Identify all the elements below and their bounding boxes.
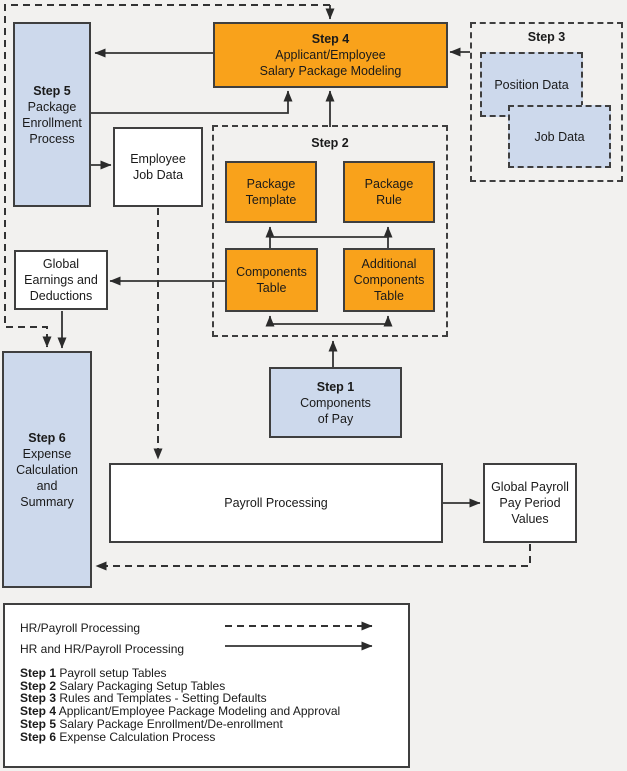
legend-step-2: Step 2 Salary Packaging Setup Tables [20, 678, 226, 693]
legend-step-6: Step 6 Expense Calculation Process [20, 729, 216, 744]
step4-node: Step 4 Applicant/Employee Salary Package… [213, 22, 448, 88]
package-rule-node: Package Rule [343, 161, 435, 223]
global-earnings-deductions-node: Global Earnings and Deductions [14, 250, 108, 310]
components-table-node: Components Table [225, 248, 318, 312]
step1-node: Step 1 Components of Pay [269, 367, 402, 438]
step6-node: Step 6 Expense Calculation and Summary [2, 351, 92, 588]
package-template-node: Package Template [225, 161, 317, 223]
arrow-step5-to-step4 [91, 90, 293, 114]
legend-box: HR/Payroll Processing HR and HR/Payroll … [3, 603, 410, 768]
step5-node: Step 5 Package Enrollment Process [13, 22, 91, 207]
job-data-node: Job Data [508, 105, 611, 168]
step3-group: Step 3 [470, 22, 623, 182]
legend-step-5: Step 5 Salary Package Enrollment/De-enro… [20, 716, 283, 731]
global-payroll-pay-period-values-node: Global Payroll Pay Period Values [483, 463, 577, 543]
dashed-arrow-global-payroll-values-to-step6 [95, 544, 531, 571]
additional-components-table-node: Additional Components Table [343, 248, 435, 312]
legend-flow-solid-label: HR and HR/Payroll Processing [20, 642, 185, 656]
step3-group-label: Step 3 [527, 30, 566, 44]
step2-group-label: Step 2 [311, 136, 349, 150]
employee-job-data-node: Employee Job Data [113, 127, 203, 207]
legend-step-3: Step 3 Rules and Templates - Setting Def… [20, 691, 267, 706]
legend-step-1: Step 1 Payroll setup Tables [20, 666, 167, 680]
payroll-processing-node: Payroll Processing [109, 463, 443, 543]
legend-flow-dashed-label: HR/Payroll Processing [20, 621, 141, 635]
legend-step-list: Step 1 Payroll setup Tables Step 2 Salar… [20, 667, 340, 743]
legend-step-4: Step 4 Applicant/Employee Package Modeli… [20, 704, 341, 719]
